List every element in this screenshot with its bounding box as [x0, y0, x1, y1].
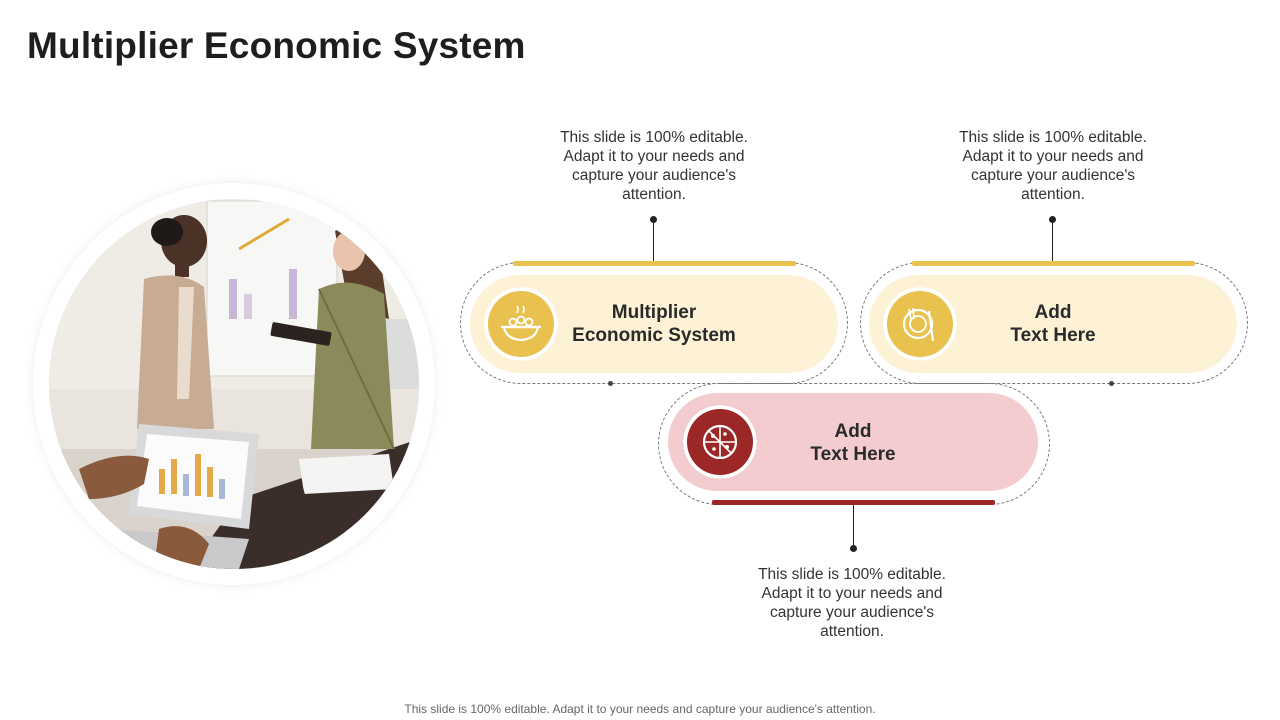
slide-title: Multiplier Economic System — [27, 25, 526, 66]
card-1-accent-bar — [513, 261, 796, 266]
card-1-label: Multiplier Economic System — [572, 302, 736, 346]
pizza-icon — [683, 405, 757, 479]
card-2-connector-dot — [1049, 216, 1056, 223]
card-3-connector-line — [853, 505, 854, 546]
card-2-outline-dot — [1109, 381, 1114, 386]
card-2-label: Add Text Here — [1010, 302, 1096, 346]
card-2-description: This slide is 100% editable. Adapt it to… — [959, 129, 1147, 203]
card-3-connector-dot — [850, 545, 857, 552]
meeting-photo — [49, 199, 419, 569]
slide-footer: This slide is 100% editable. Adapt it to… — [404, 702, 876, 716]
card-3-accent-bar — [712, 500, 995, 505]
card-3-description: This slide is 100% editable. Adapt it to… — [758, 566, 946, 640]
card-1-outline-dot — [608, 381, 613, 386]
card-1-connector-dot — [650, 216, 657, 223]
card-3-label: Add Text Here — [810, 421, 896, 465]
card-2-connector-line — [1052, 220, 1053, 263]
food-bowl-icon — [484, 287, 558, 361]
card-2-accent-bar — [912, 261, 1195, 266]
plate-fork-knife-icon — [883, 287, 957, 361]
card-1-connector-line — [653, 220, 654, 263]
card-1-description: This slide is 100% editable. Adapt it to… — [560, 129, 748, 203]
